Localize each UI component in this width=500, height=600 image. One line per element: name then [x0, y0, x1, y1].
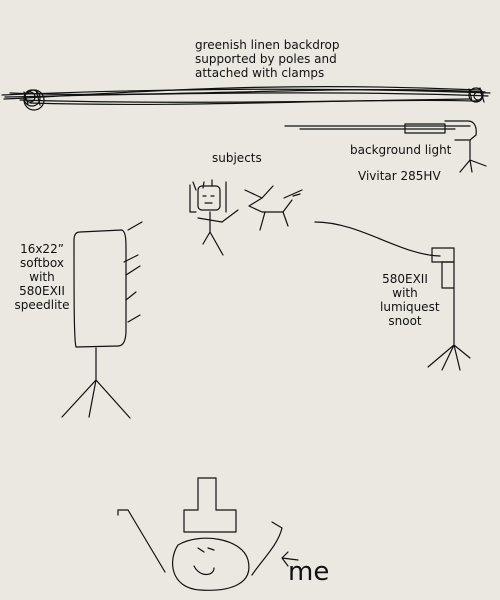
right-clamp-icon — [468, 87, 485, 103]
backdrop-bar — [1, 86, 491, 106]
snoot-speedlite-icon — [314, 221, 471, 371]
photographer-me-icon — [117, 509, 299, 591]
vivitar-label: Vivitar 285HV — [358, 169, 441, 183]
subjects-label: subjects — [212, 151, 262, 165]
camera-icon — [183, 477, 237, 533]
me-label: me — [288, 557, 330, 587]
left-clamp-icon — [23, 89, 45, 111]
background-light-rig — [284, 120, 487, 173]
softbox-icon — [61, 221, 143, 419]
subject-person-icon — [189, 179, 239, 256]
background-light-label: background light — [350, 143, 452, 157]
subject-dog-icon — [244, 185, 303, 231]
